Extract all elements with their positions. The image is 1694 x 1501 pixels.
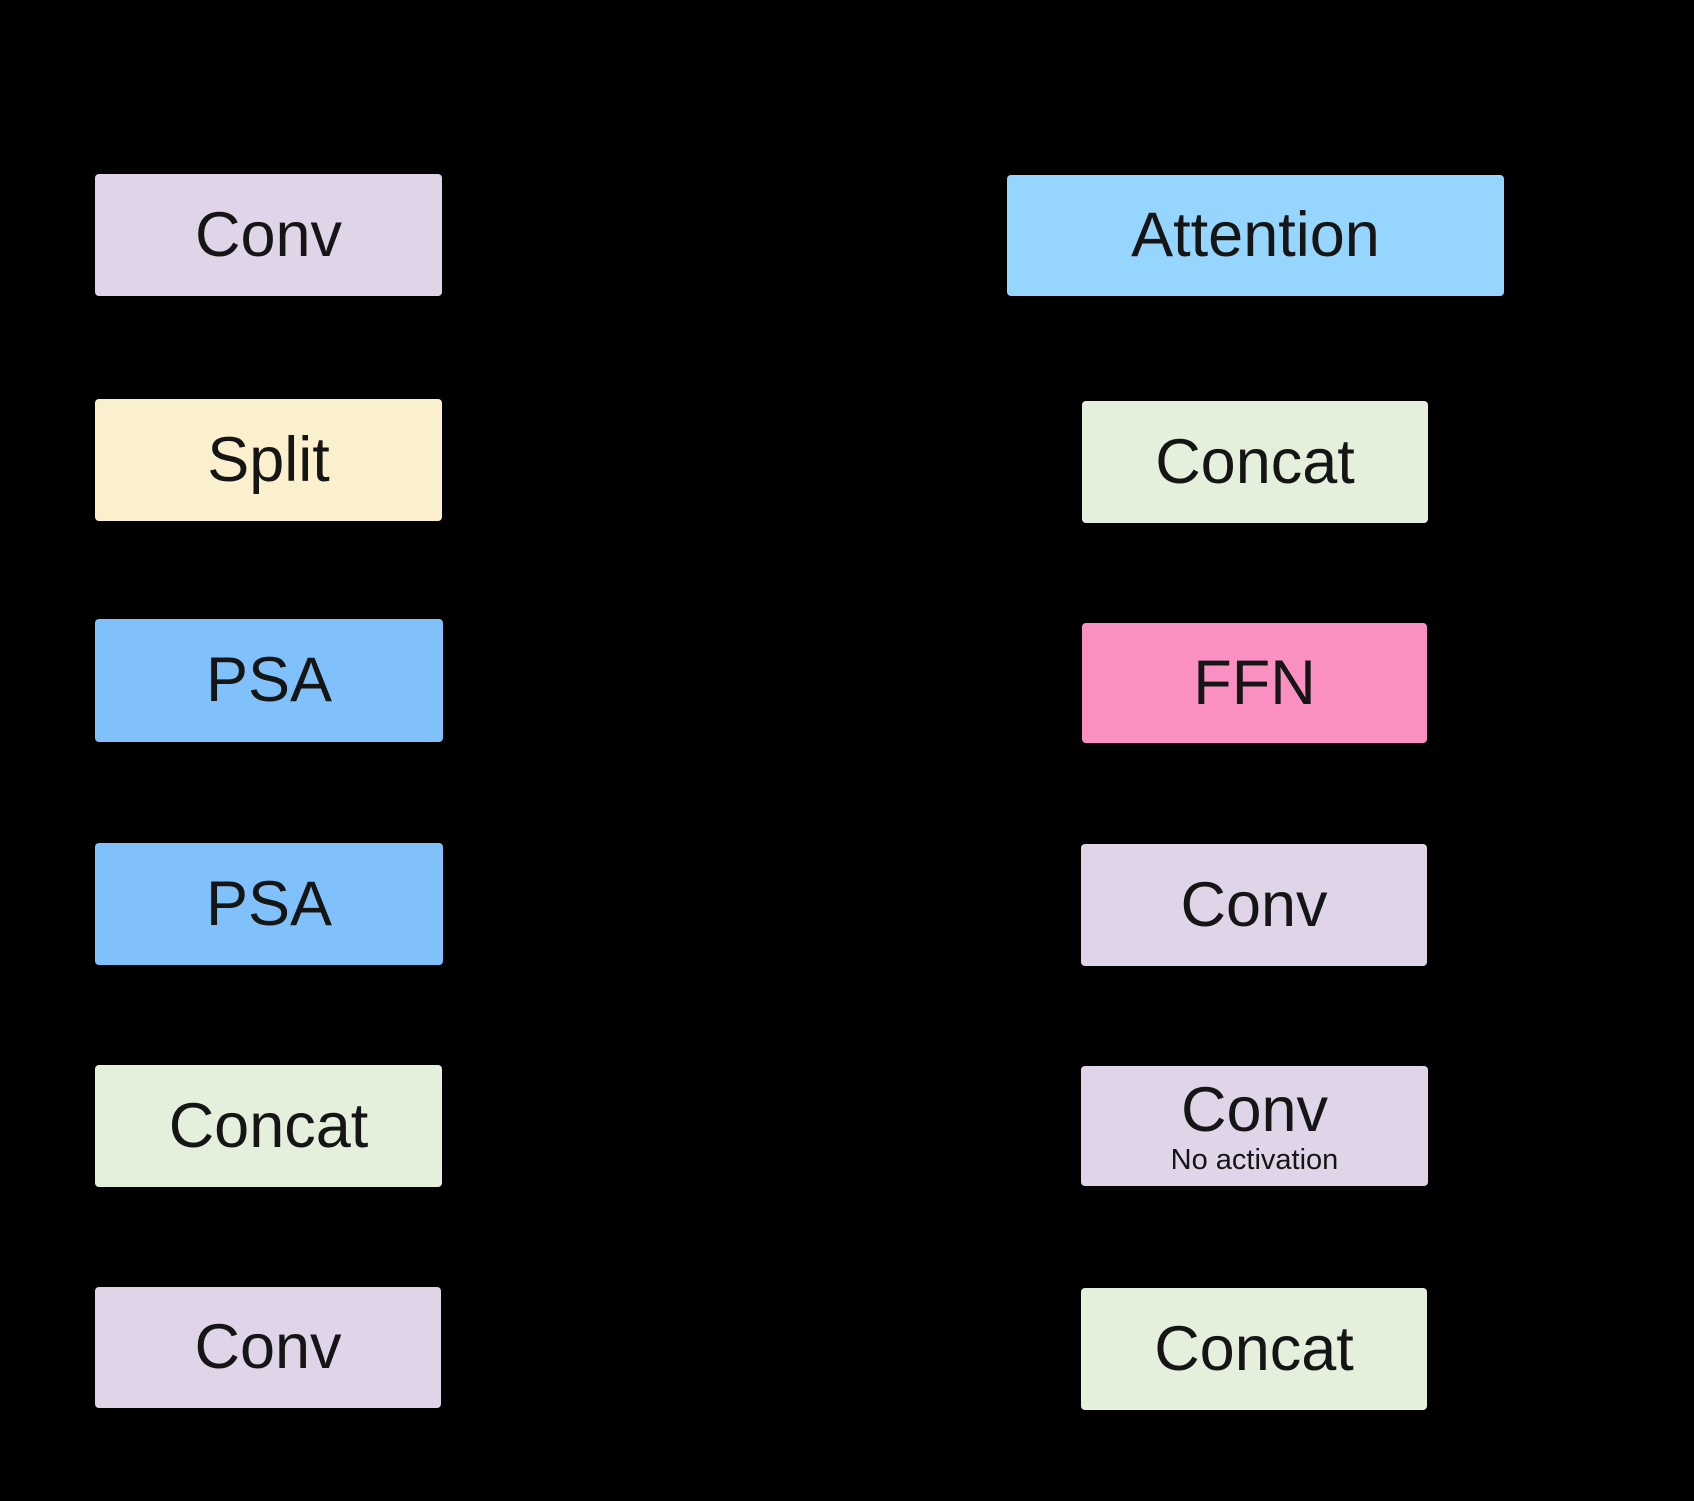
node-label: Attention [1131, 200, 1380, 271]
concat-node-left: Concat [95, 1065, 442, 1187]
node-label: Split [207, 424, 330, 495]
node-label: Concat [168, 1090, 369, 1161]
ffn-node: FFN [1082, 623, 1427, 743]
node-label: Concat [1154, 1313, 1354, 1384]
node-label: Concat [1155, 426, 1355, 497]
node-label: PSA [205, 645, 333, 716]
attention-node: Attention [1007, 175, 1504, 296]
node-label: Conv [1180, 1074, 1329, 1145]
split-node: Split [95, 399, 442, 521]
node-label: FFN [1193, 647, 1316, 718]
conv-node-top-left: Conv [95, 174, 442, 296]
node-label: Conv [194, 1312, 342, 1383]
psa-node-1: PSA [95, 619, 443, 742]
node-label: Conv [1180, 869, 1328, 940]
conv-node-no-activation: Conv No activation [1081, 1066, 1428, 1186]
conv-node-bottom-left: Conv [95, 1287, 441, 1408]
node-label: Conv [194, 199, 343, 270]
psa-node-2: PSA [95, 843, 443, 965]
concat-node-right-2: Concat [1081, 1288, 1427, 1410]
node-label: PSA [205, 868, 333, 939]
node-sublabel: No activation [1170, 1144, 1339, 1177]
conv-node-right-1: Conv [1081, 844, 1427, 966]
concat-node-right-1: Concat [1082, 401, 1428, 523]
